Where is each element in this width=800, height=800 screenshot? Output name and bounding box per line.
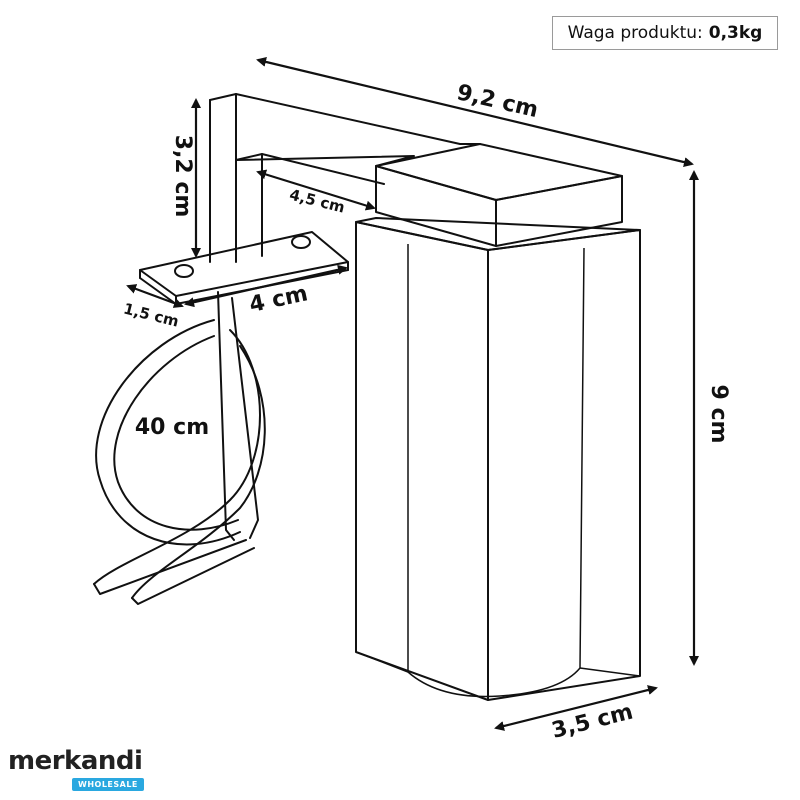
brand-tag: WHOLESALE: [72, 778, 144, 791]
mounting-arm: [209, 93, 481, 263]
brand-name: merkandi: [8, 746, 143, 776]
length-arrow: [256, 57, 694, 167]
plate-width-label: 1,5 cm: [122, 300, 181, 331]
dimension-arrows: [126, 57, 699, 731]
plate-width-arrow: [126, 284, 184, 308]
plate-length-label: 4 cm: [247, 281, 310, 318]
weight-label: Waga produktu:: [567, 23, 703, 43]
arm-inner-arrow: [256, 169, 376, 211]
plate-length-arrow: [184, 264, 348, 308]
screw-hole-icon: [291, 235, 311, 249]
arm-height-label: 3,2 cm: [170, 135, 195, 218]
power-cable: [93, 291, 266, 605]
top-block: [375, 143, 623, 247]
depth-label: 3,5 cm: [549, 700, 635, 744]
depth-arrow: [494, 685, 658, 731]
lamp-housing: [355, 217, 641, 701]
height-label: 9 cm: [706, 385, 731, 444]
screw-hole-icon: [174, 264, 194, 278]
weight-info-box: Waga produktu: 0,3kg: [552, 16, 778, 50]
mounting-plate: [139, 231, 349, 305]
cable-length-label: 40 cm: [135, 415, 209, 440]
brand-logo: merkandi WHOLESALE: [8, 746, 144, 791]
weight-value: 0,3kg: [708, 23, 763, 43]
